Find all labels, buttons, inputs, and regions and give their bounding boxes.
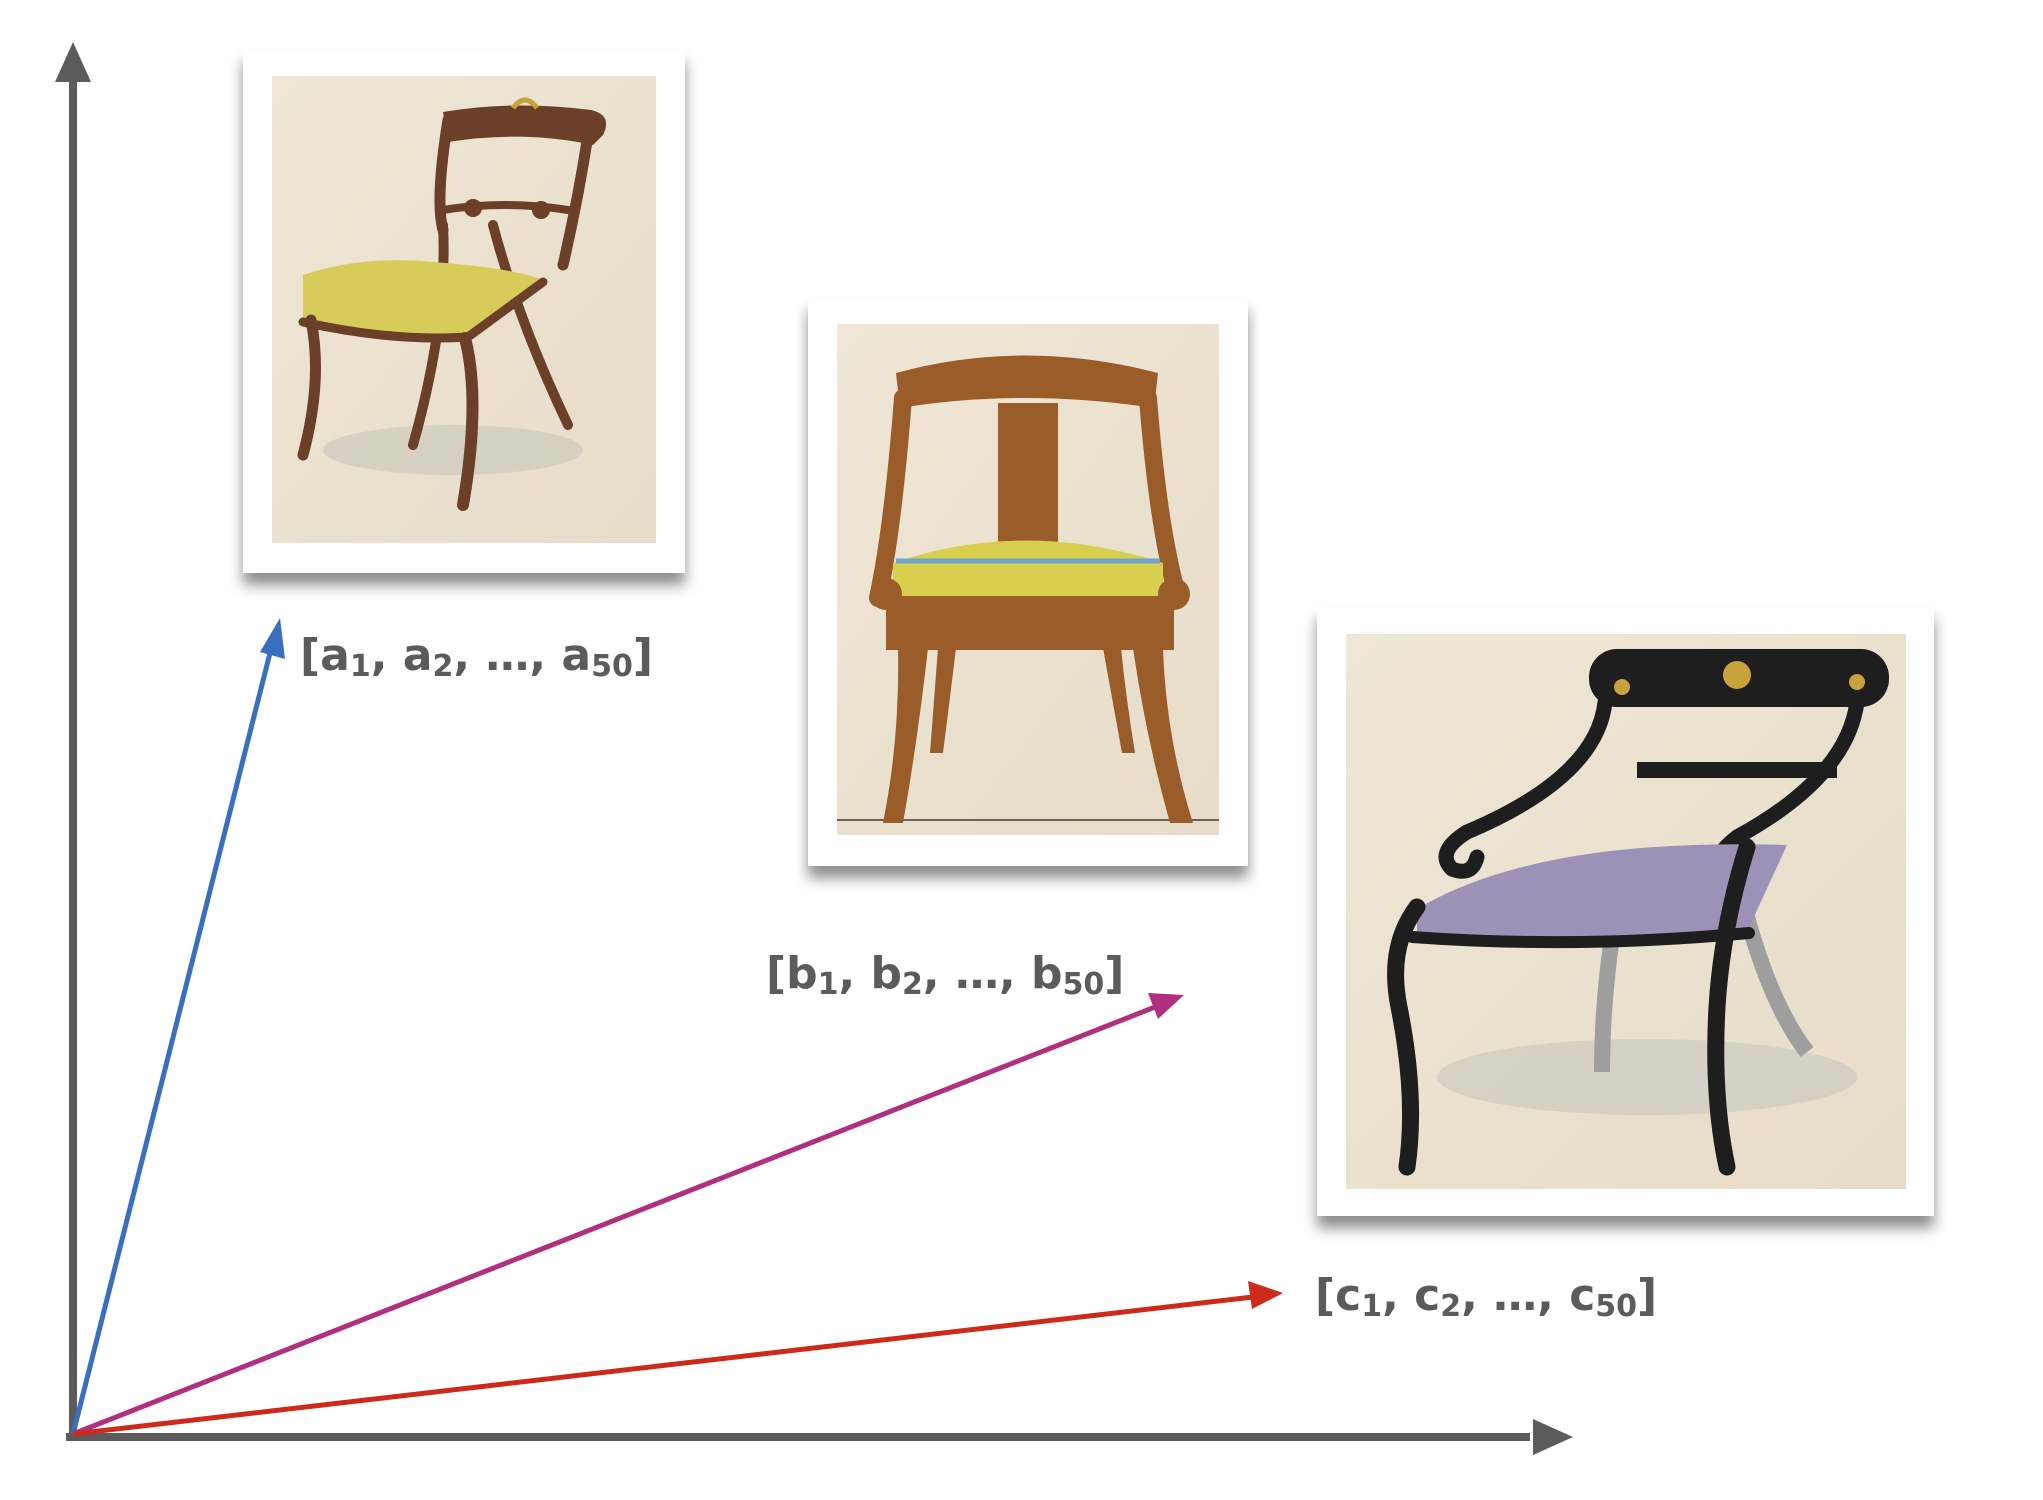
vector-c-arrow <box>72 1281 1283 1437</box>
chair-image-b <box>808 298 1248 866</box>
vector-c-label: [c1, c2, …, c50] <box>1315 1270 1657 1324</box>
vector-b-arrow <box>72 993 1184 1437</box>
y-axis-arrowhead <box>55 42 91 82</box>
axes <box>55 42 1573 1455</box>
rosette-icon <box>1723 661 1751 689</box>
chair-image-c <box>1317 607 1934 1216</box>
star-ornament-icon <box>1849 674 1865 690</box>
vector-b-label: [b1, b2, …, b50] <box>766 948 1124 1002</box>
vector-a-arrow <box>70 618 285 1435</box>
handle-icon <box>511 97 539 110</box>
chair-image-a <box>243 50 685 573</box>
star-ornament-icon <box>1614 679 1630 695</box>
vector-a-label: [a1, a2, …, a50] <box>300 630 653 684</box>
x-axis-arrowhead <box>1533 1419 1573 1455</box>
